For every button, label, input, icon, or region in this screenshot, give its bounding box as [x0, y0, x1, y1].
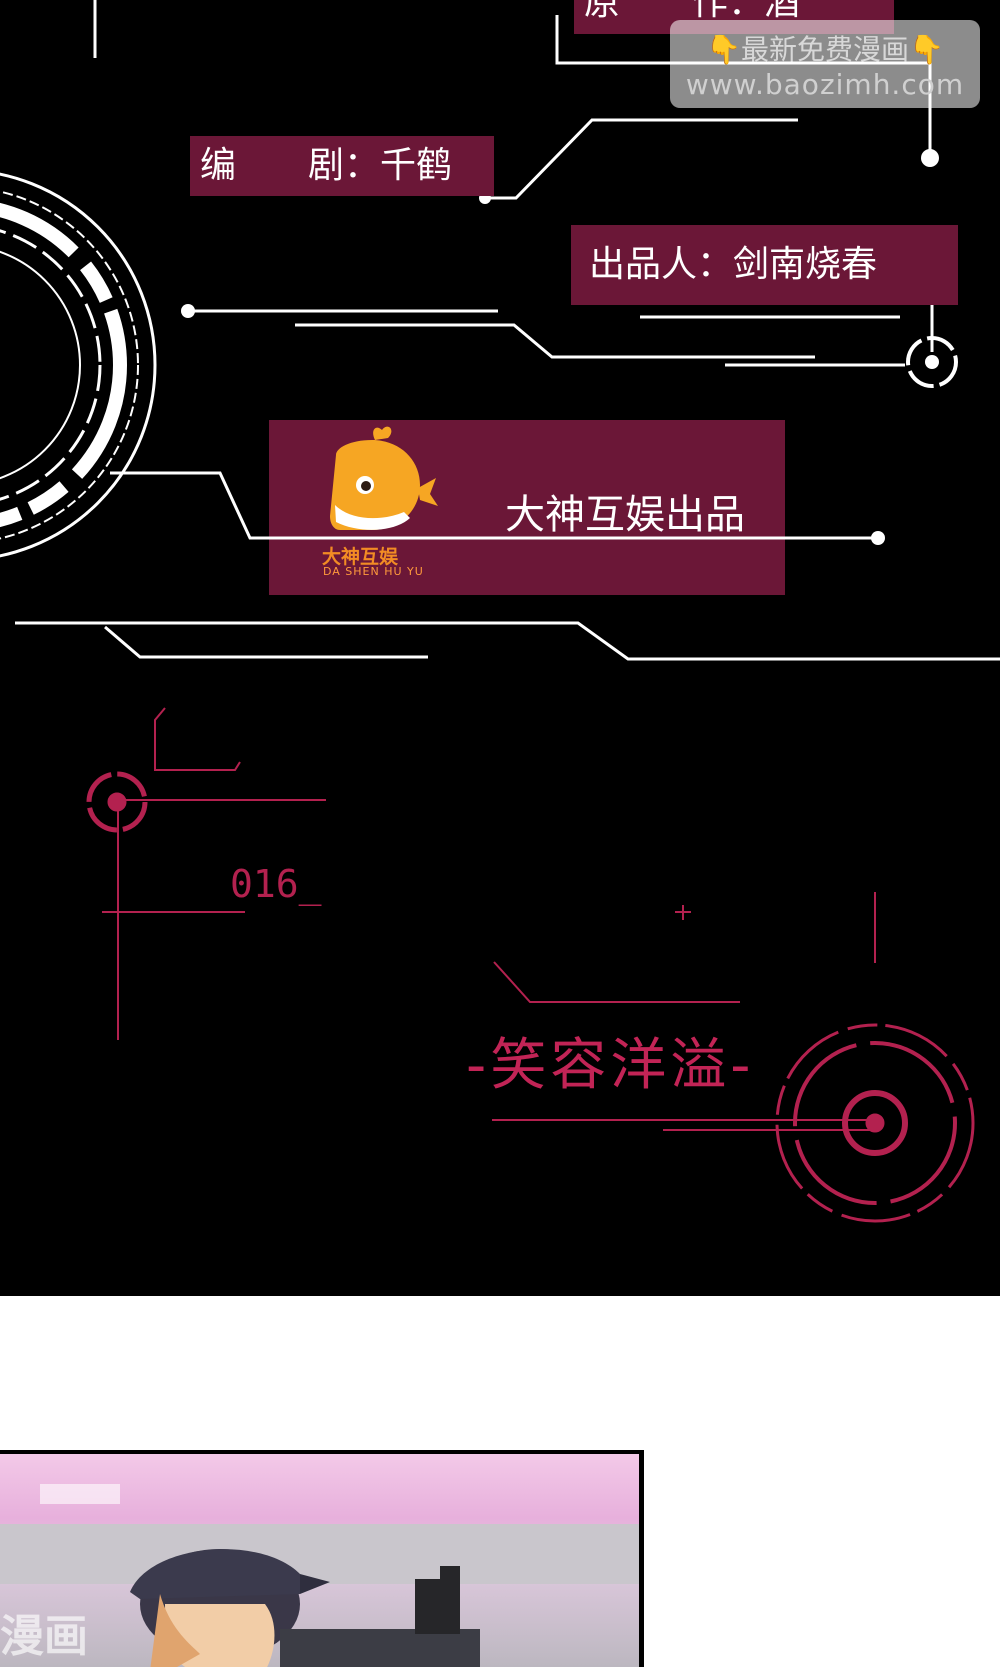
studio-name: 大神互娱出品 — [505, 492, 745, 538]
comic-scene-illustration — [0, 1484, 639, 1667]
watermark-line2: www.baozimh.com — [685, 68, 965, 101]
writer-label: 编 剧：千鹤 — [190, 136, 494, 196]
decorative-lines — [0, 0, 1000, 1223]
writer-text: 编 剧：千鹤 — [200, 145, 453, 186]
watermark-banner: 👇最新免费漫画👇 www.baozimh.com — [670, 20, 980, 108]
original-author-text: 原 作：酒 — [584, 0, 801, 23]
comic-panel — [0, 1450, 644, 1667]
logo-english-text: DA SHEN HU YU — [323, 565, 424, 578]
producer-label: 出品人：剑南烧春 — [571, 225, 958, 305]
logo-chinese-text: 大神互娱 — [322, 546, 399, 568]
credits-page: 原 作：酒 编 剧：千鹤 出品人：剑南烧春 👇最新免费漫画👇 www.baozi… — [0, 0, 1000, 1296]
corner-watermark: 漫画 — [0, 1611, 88, 1662]
producer-text: 出品人：剑南烧春 — [589, 244, 878, 285]
watermark-line1: 👇最新免费漫画👇 — [706, 33, 944, 66]
chapter-number: 016_ — [230, 862, 322, 906]
chapter-title: -笑容洋溢- — [466, 1033, 755, 1098]
